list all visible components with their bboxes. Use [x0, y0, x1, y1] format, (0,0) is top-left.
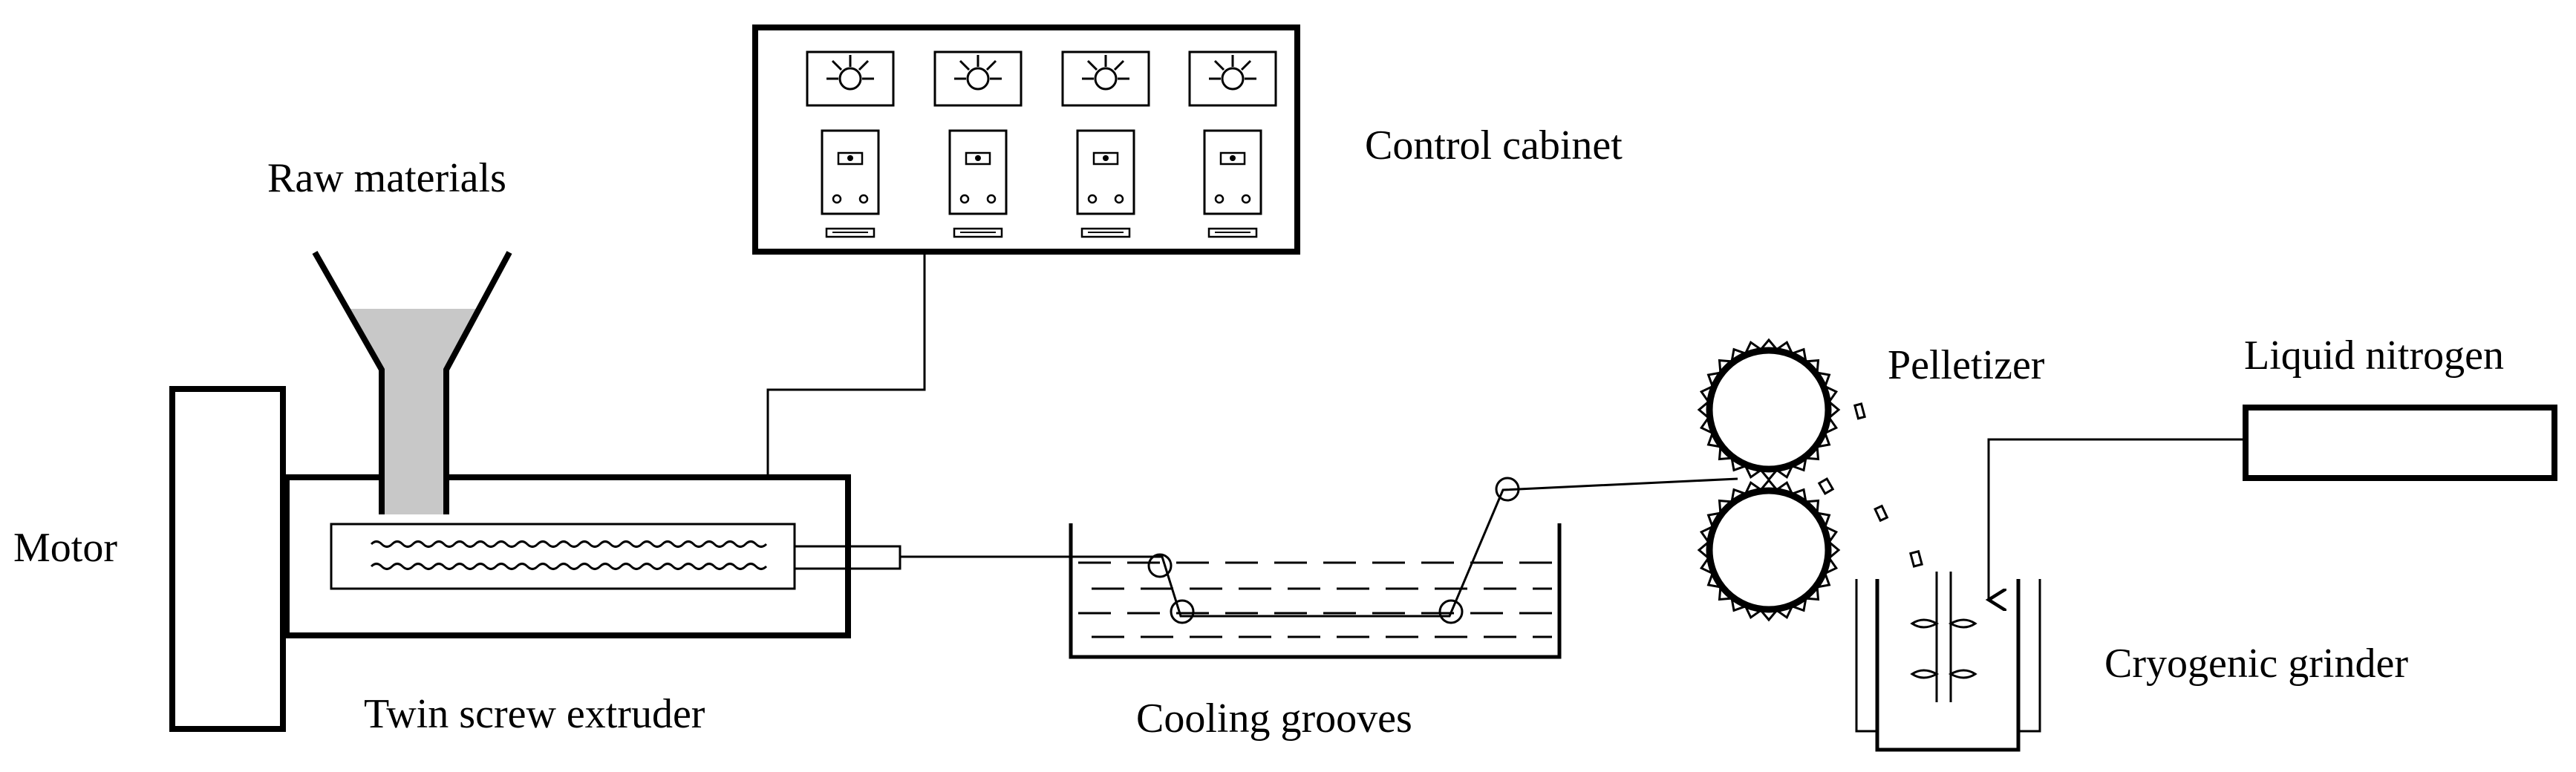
label-liquid-nitrogen: Liquid nitrogen: [2244, 333, 2504, 379]
switch: [825, 227, 875, 238]
label-motor: Motor: [13, 525, 117, 571]
label-pelletizer: Pelletizer: [1888, 342, 2045, 388]
pellet: [1817, 477, 1835, 495]
pellet: [1874, 504, 1889, 523]
label-twin-screw-extruder: Twin screw extruder: [364, 691, 705, 737]
grinder-blade: [1910, 669, 1977, 679]
meter-panel: [821, 129, 880, 215]
meter-panel: [1203, 129, 1262, 215]
lamp-icon: [1094, 67, 1118, 91]
lamp-icon: [1221, 67, 1245, 91]
control-cabinet: [752, 24, 1300, 255]
pelletizer-roller-top: [1697, 338, 1841, 482]
water-lines: [1078, 561, 1552, 638]
pellet: [1909, 549, 1923, 568]
pelletizer: [1697, 338, 1923, 622]
guide-roller: [1170, 599, 1195, 624]
label-raw-materials: Raw materials: [267, 155, 506, 201]
lamp-box: [933, 50, 1023, 107]
extruder-screw-upper: [370, 540, 768, 548]
liquid-nitrogen-tank: [1989, 405, 2557, 600]
twin-screw-extruder: [284, 474, 901, 638]
cabinet-unit: [1061, 50, 1150, 238]
label-cryogenic-grinder: Cryogenic grinder: [2104, 641, 2408, 687]
control-cabinet-units: [806, 50, 1277, 238]
lamp-icon: [838, 67, 862, 91]
cabinet-unit: [933, 50, 1023, 238]
cabinet-unit: [1188, 50, 1277, 238]
meter-panel: [1076, 129, 1135, 215]
meter-panel: [948, 129, 1008, 215]
switch: [1080, 227, 1131, 238]
label-cooling-grooves: Cooling grooves: [1136, 696, 1412, 742]
pelletizer-roller-bottom: [1697, 478, 1841, 622]
guide-roller: [1438, 599, 1464, 624]
grinder-blade: [1910, 618, 1977, 629]
label-control-cabinet: Control cabinet: [1365, 122, 1623, 169]
guide-roller: [1495, 477, 1520, 502]
control-cable: [766, 252, 926, 475]
pellet: [1853, 402, 1866, 420]
lamp-box: [1061, 50, 1150, 107]
cryogenic-grinder: [1855, 572, 2041, 752]
cooling-grooves-tank: [1069, 477, 1562, 659]
lamp-icon: [966, 67, 990, 91]
motor-block: [169, 386, 286, 732]
lamp-box: [806, 50, 895, 107]
hopper: [312, 251, 512, 514]
cabinet-unit: [806, 50, 895, 238]
lamp-box: [1188, 50, 1277, 107]
switch: [953, 227, 1003, 238]
extruder-screw-lower: [370, 563, 768, 570]
switch: [1207, 227, 1258, 238]
guide-roller: [1147, 553, 1173, 578]
